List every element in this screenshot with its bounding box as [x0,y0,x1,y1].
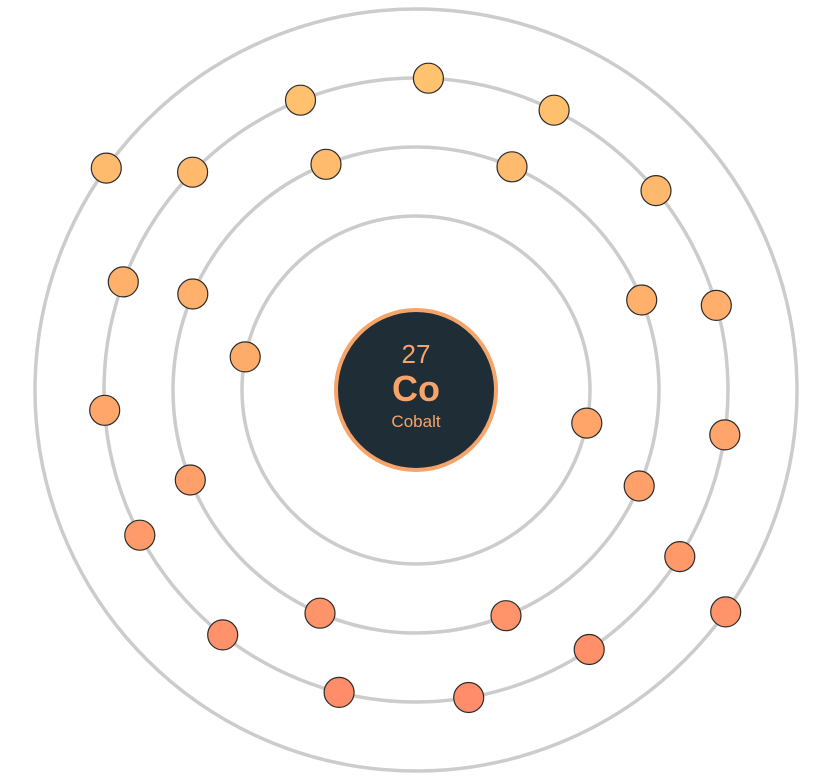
electron-shell-2-3 [626,284,658,316]
electrons-layer [89,62,742,714]
electron-shell-2-2 [496,151,528,183]
electron-shell-2-8 [177,278,209,310]
shell-4 [33,7,799,773]
electron-shell-3-13 [89,394,121,426]
shell-1 [240,214,592,566]
electron-shell-3-12 [124,519,156,551]
shells-layer [33,7,799,773]
nucleus: 27 Co Cobalt [334,308,498,472]
electron-shell-2-6 [304,597,336,629]
electron-shell-3-6 [709,419,741,451]
electron-shell-3-4 [640,175,672,207]
electron-shell-3-9 [453,681,485,714]
element-name: Cobalt [391,412,440,431]
electron-shell-2-1 [310,148,342,180]
nucleus-circle [334,308,498,472]
element-symbol: Co [392,368,440,409]
electron-shell-3-8 [573,633,605,666]
electron-shell-3-5 [700,289,732,321]
electron-shell-4-1 [90,152,122,184]
electron-shell-2-7 [174,464,206,496]
electron-shell-4-2 [710,596,742,628]
electron-shell-3-15 [177,156,209,188]
electron-shell-2-5 [490,600,522,632]
electron-shell-3-7 [664,540,696,573]
atomic-number: 27 [402,339,431,369]
electron-shell-3-11 [207,619,239,651]
shell-2 [171,145,661,635]
electron-shell-2-4 [623,470,655,502]
electron-shell-3-3 [538,94,570,126]
electron-shell-1-2 [571,407,603,439]
electron-shell-3-1 [284,84,317,116]
electron-shell-3-2 [412,62,444,94]
electron-shell-1-1 [229,341,261,373]
electron-shell-3-14 [107,266,139,298]
electron-shell-3-10 [323,676,355,709]
